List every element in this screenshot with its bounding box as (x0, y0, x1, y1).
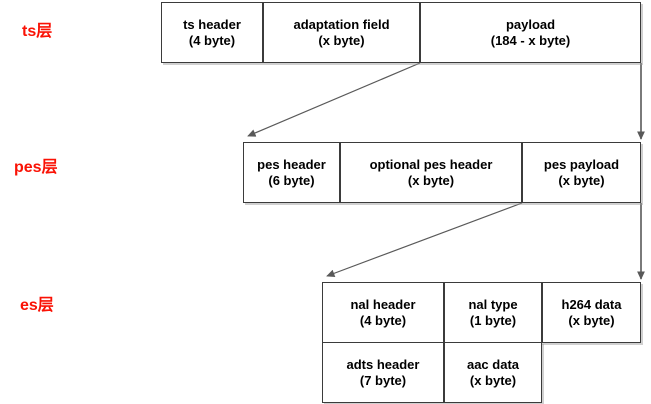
box-nal-type: nal type (1 byte) (444, 282, 542, 343)
box-ts-payload-line2: (184 - x byte) (490, 32, 571, 48)
layer-label-pes: pes层 (14, 159, 58, 176)
box-optional-pes-header: optional pes header (x byte) (340, 142, 522, 203)
box-pes-payload: pes payload (x byte) (522, 142, 641, 203)
box-adts-header-line2: (7 byte) (359, 372, 407, 388)
box-ts-header: ts header (4 byte) (161, 2, 263, 63)
box-pes-header-line1: pes header (257, 156, 326, 172)
box-ts-payload: payload (184 - x byte) (420, 2, 641, 63)
layer-label-ts: ts层 (22, 23, 53, 40)
box-nal-type-line2: (1 byte) (469, 312, 517, 328)
box-pes-header-line2: (6 byte) (268, 172, 315, 188)
box-ts-header-line2: (4 byte) (188, 32, 236, 48)
box-ts-payload-line1: payload (505, 16, 556, 32)
box-nal-header-line1: nal header (350, 296, 416, 312)
box-nal-type-line1: nal type (468, 296, 518, 312)
box-h264-data: h264 data (x byte) (542, 282, 641, 343)
arrow-ts-payload-to-pes-header (247, 62, 421, 137)
box-ts-header-line1: ts header (183, 16, 241, 32)
box-pes-payload-line1: pes payload (543, 156, 620, 172)
box-h264-data-line2: (x byte) (568, 312, 615, 328)
box-optional-pes-header-line1: optional pes header (369, 156, 493, 172)
box-nal-header: nal header (4 byte) (322, 282, 444, 343)
box-optional-pes-header-line2: (x byte) (407, 172, 455, 188)
layer-label-es: es层 (20, 297, 54, 314)
box-adts-header: adts header (7 byte) (322, 342, 444, 403)
arrow-pes-payload-to-nal-header (326, 202, 523, 278)
box-aac-data-line2: (x byte) (469, 372, 517, 388)
box-adaptation-field-line2: (x byte) (318, 32, 365, 48)
box-aac-data: aac data (x byte) (444, 342, 542, 403)
box-adaptation-field-line1: adaptation field (293, 16, 390, 32)
box-pes-payload-line2: (x byte) (558, 172, 605, 188)
box-adaptation-field: adaptation field (x byte) (263, 2, 420, 63)
box-nal-header-line2: (4 byte) (359, 312, 407, 328)
box-h264-data-line1: h264 data (561, 296, 622, 312)
box-aac-data-line1: aac data (466, 356, 520, 372)
box-adts-header-line1: adts header (346, 356, 420, 372)
box-pes-header: pes header (6 byte) (243, 142, 340, 203)
